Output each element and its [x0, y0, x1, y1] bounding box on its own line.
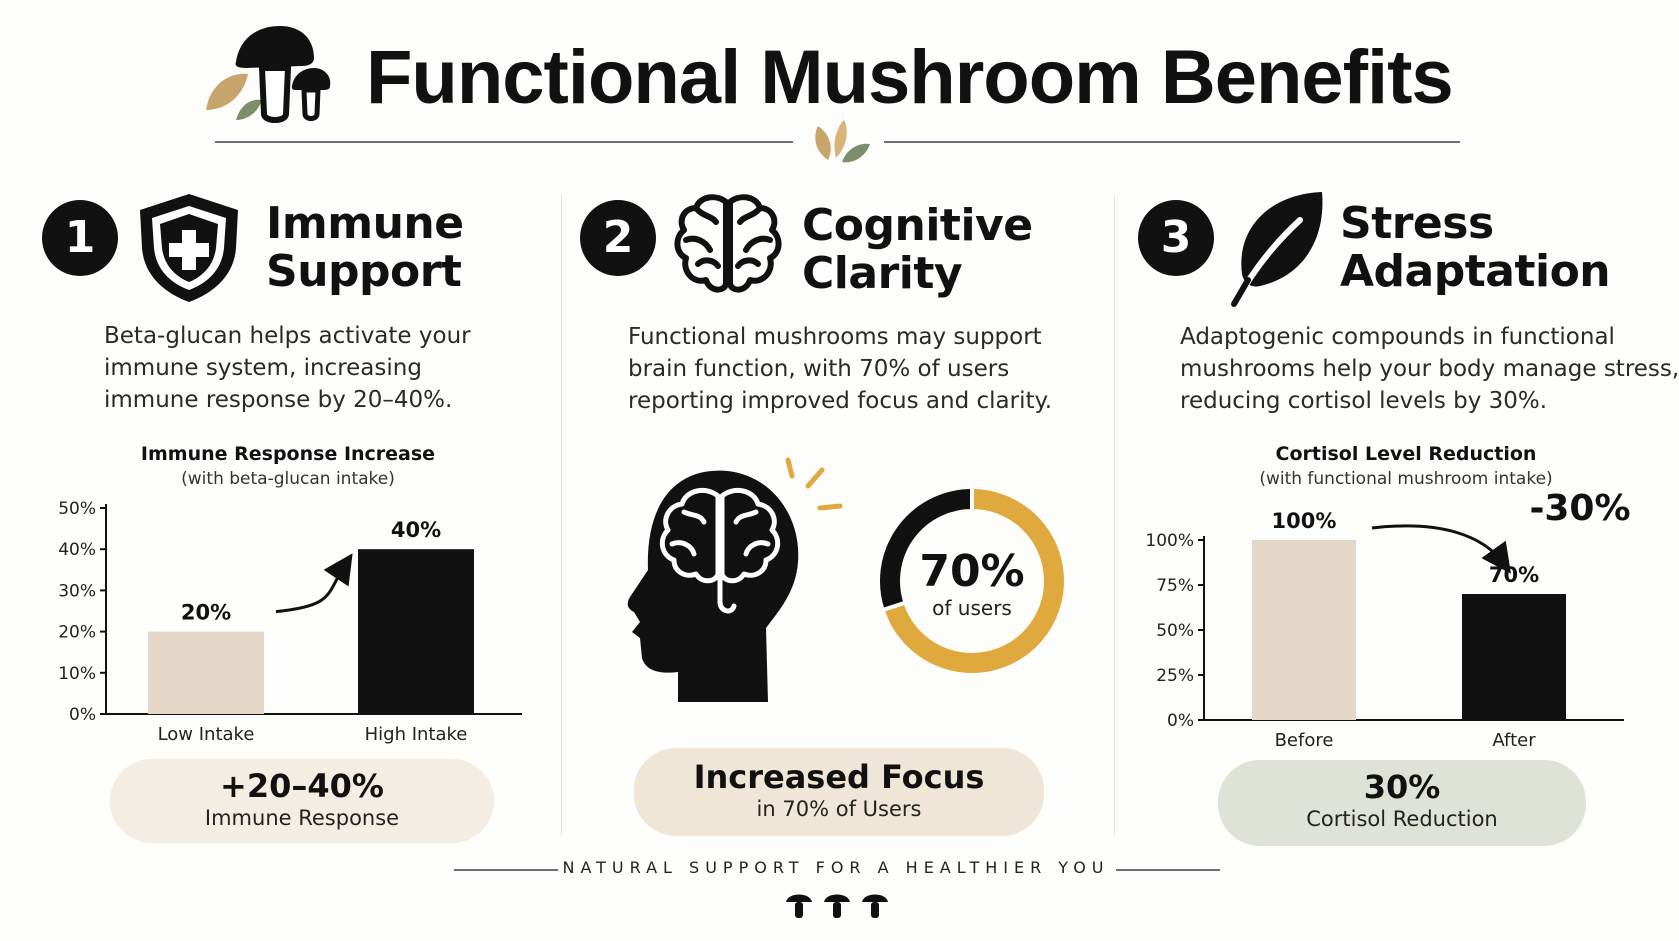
header-rule-left: [215, 141, 793, 143]
leaf-tan-icon: [206, 73, 248, 110]
section-description: Adaptogenic compounds in functional mush…: [1180, 321, 1679, 417]
stat-pill: 30% Cortisol Reduction: [1218, 760, 1586, 846]
section-title-line: Adaptation: [1340, 246, 1611, 297]
description-line: mushrooms help your body manage stress,: [1180, 356, 1679, 382]
stat-pill: Increased Focus in 70% of Users: [634, 748, 1044, 836]
footer-mushroom-icon: [786, 894, 812, 918]
y-tick-label: 75%: [1156, 576, 1194, 596]
donut-label: of users: [932, 596, 1012, 620]
section-title-line: Clarity: [802, 248, 963, 299]
stat-label: Cortisol Reduction: [1306, 807, 1498, 831]
section-title-line: Support: [266, 246, 462, 297]
y-tick-label: 0%: [69, 705, 96, 725]
stat-value: Increased Focus: [693, 758, 985, 796]
x-tick-label: High Intake: [365, 724, 468, 745]
section-description: Functional mushrooms may support brain f…: [628, 321, 1052, 417]
chart-title: Cortisol Level Reduction: [1275, 443, 1537, 465]
stat-label: Immune Response: [204, 806, 400, 830]
y-tick-label: 20%: [58, 623, 96, 643]
chart-subtitle: (with beta-glucan intake): [181, 469, 395, 489]
stat-label: in 70% of Users: [756, 797, 922, 821]
donut-value: 70%: [919, 546, 1025, 597]
focus-donut-chart: [880, 487, 1064, 673]
immune-bar-chart: 0% 10% 20% 30% 40% 50% 20% Low Intake 40% High In…: [58, 499, 522, 745]
leaf-ornament-right-icon: [842, 143, 870, 163]
footer-rule-left: [454, 869, 558, 871]
chart-title: Immune Response Increase: [140, 443, 436, 465]
y-tick-label: 100%: [1145, 531, 1194, 551]
bar: [148, 631, 264, 714]
donut-slice-gap: [881, 600, 907, 612]
section-title: Cognitive Clarity: [802, 202, 1033, 298]
column-divider-1: [561, 195, 562, 835]
section-number-badge: 2: [580, 200, 656, 276]
leaf-ornament-left-icon: [815, 126, 831, 160]
y-tick-label: 25%: [1156, 666, 1194, 686]
stat-value: +20–40%: [220, 767, 384, 805]
section-title: Stress Adaptation: [1340, 198, 1611, 297]
description-line: brain function, with 70% of users: [628, 356, 1010, 382]
donut-slice: [880, 489, 973, 610]
bar: [1252, 540, 1356, 720]
footer-mushroom-icon: [862, 894, 888, 918]
mushroom-icon: [235, 26, 314, 123]
section-number-badge: 3: [1138, 200, 1214, 276]
small-mushroom-icon: [291, 68, 331, 121]
section-title-line: Stress: [1340, 198, 1494, 249]
section-title-line: Immune: [266, 198, 464, 249]
bar: [1462, 594, 1566, 720]
donut-center: 70% of users: [872, 546, 1072, 621]
description-line: Adaptogenic compounds in functional: [1180, 324, 1615, 350]
y-tick-label: 40%: [58, 540, 96, 560]
bar-value-label: 70%: [1489, 563, 1539, 587]
y-tick-label: 50%: [58, 499, 96, 519]
footer-rule-right: [1116, 869, 1220, 871]
x-tick-label: Low Intake: [158, 724, 255, 745]
reduction-annotation: -30%: [1529, 488, 1630, 529]
description-line: immune response by 20–40%.: [104, 387, 453, 413]
page-title: Functional Mushroom Benefits: [366, 35, 1454, 120]
head-brain-icon: [627, 470, 799, 702]
section-title-line: Cognitive: [802, 200, 1033, 251]
spark-lines-icon: [785, 457, 843, 511]
footer-tagline: NATURAL SUPPORT FOR A HEALTHIER YOU: [562, 858, 1110, 877]
description-line: Beta-glucan helps activate your: [104, 323, 471, 349]
y-tick-label: 0%: [1167, 711, 1194, 731]
leaf-ornament-center-icon: [834, 120, 847, 158]
section-title: Immune Support: [266, 200, 464, 296]
donut-slice: [884, 489, 1064, 673]
bar-value-label: 40%: [391, 518, 441, 542]
section-number-badge: 1: [42, 200, 118, 276]
bar: [358, 549, 474, 714]
stat-value: 30%: [1363, 768, 1441, 806]
cortisol-bar-chart: 0% 25% 50% 75% 100% 100% Before 70% After -30%: [1145, 488, 1630, 751]
bar-value-label: 100%: [1272, 509, 1337, 533]
footer-mushrooms: [786, 894, 888, 918]
x-tick-label: Before: [1275, 730, 1334, 751]
y-tick-label: 50%: [1156, 621, 1194, 641]
description-line: reporting improved focus and clarity.: [628, 388, 1053, 414]
shield-plus-icon: [140, 194, 238, 302]
header-logo: [206, 26, 331, 123]
increase-arrow: [275, 553, 353, 614]
brain-icon: [674, 194, 782, 293]
bar-value-label: 20%: [181, 601, 231, 625]
header-rule-right: [884, 141, 1460, 143]
description-line: Functional mushrooms may support: [628, 324, 1042, 350]
leaf-green-icon: [236, 99, 262, 120]
y-tick-label: 30%: [58, 581, 96, 601]
leaf-icon: [1231, 192, 1323, 307]
description-line: immune system, increasing: [104, 355, 422, 381]
stat-pill: +20–40% Immune Response: [110, 759, 494, 843]
reduction-arrow: [1371, 524, 1511, 574]
x-tick-label: After: [1492, 730, 1536, 751]
header-leaf-ornament: [815, 120, 870, 163]
column-divider-2: [1114, 195, 1115, 835]
footer-mushroom-icon: [824, 894, 850, 918]
chart-subtitle: (with functional mushroom intake): [1259, 469, 1553, 489]
section-description: Beta-glucan helps activate your immune s…: [104, 320, 471, 416]
y-tick-label: 10%: [58, 664, 96, 684]
description-line: reducing cortisol levels by 30%.: [1180, 388, 1548, 414]
